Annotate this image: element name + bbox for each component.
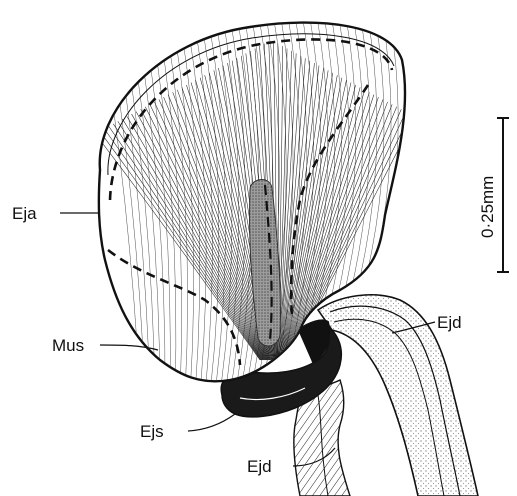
label-ejs: Ejs <box>140 422 164 441</box>
label-ejd-lower: Ejd <box>247 457 272 476</box>
label-mus: Mus <box>52 336 84 355</box>
scale-bar-label: 0·25mm <box>478 176 497 238</box>
leader-ejs <box>188 414 235 431</box>
label-eja: Eja <box>12 204 37 223</box>
label-ejd-upper: Ejd <box>437 313 462 332</box>
scale-bar: 0·25mm <box>478 118 509 272</box>
